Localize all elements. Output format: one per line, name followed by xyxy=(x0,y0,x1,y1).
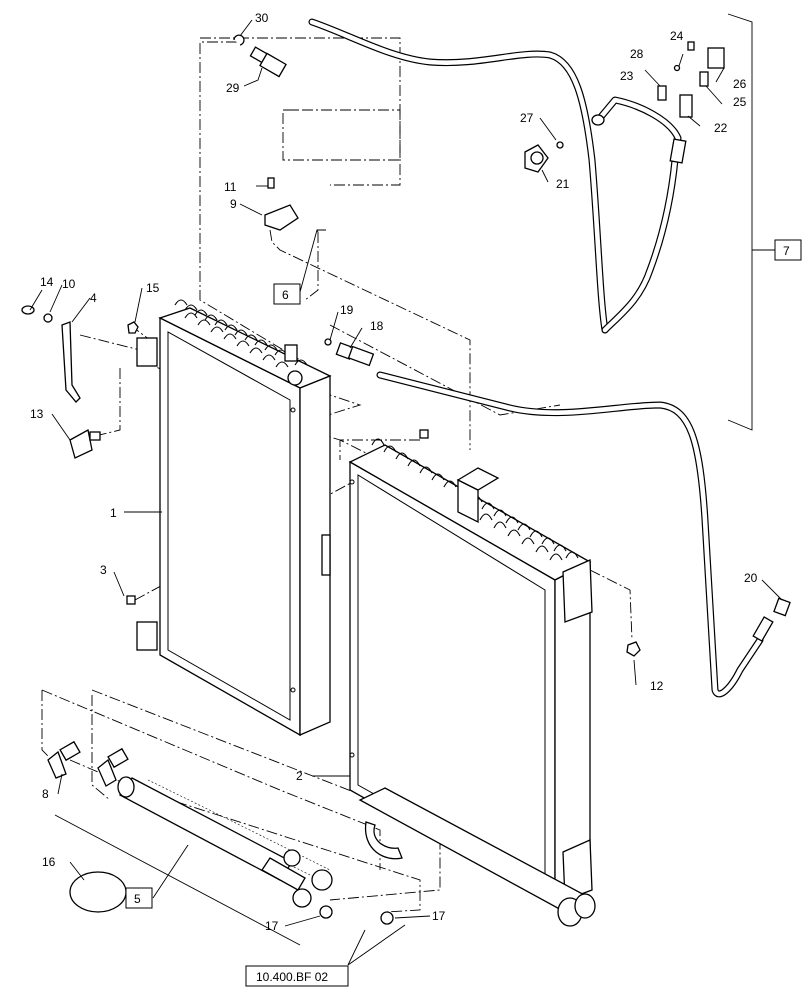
callout-18: 18 xyxy=(370,319,384,333)
callout-labels: 30 29 11 9 14 10 4 15 13 1 3 6 19 18 2 1… xyxy=(30,11,790,984)
callout-5: 5 xyxy=(134,892,141,906)
callout-26: 26 xyxy=(733,77,747,91)
reference-box xyxy=(245,965,349,987)
callout-4: 4 xyxy=(90,291,97,305)
oring-17a xyxy=(319,905,333,919)
hose-assembly-upper xyxy=(308,18,687,334)
callout-11: 11 xyxy=(224,180,237,194)
callout-15: 15 xyxy=(146,281,160,295)
callout-19: 19 xyxy=(340,303,354,317)
connector-8b xyxy=(97,747,129,787)
fitting-18 xyxy=(335,342,375,367)
clip-30 xyxy=(233,34,245,46)
nut-15 xyxy=(127,321,139,334)
nut-12 xyxy=(626,641,641,657)
callout-29: 29 xyxy=(226,81,240,95)
bracket-leaders xyxy=(54,13,775,966)
callout-7: 7 xyxy=(783,244,790,258)
callout-3: 3 xyxy=(100,563,107,577)
part-24 xyxy=(687,41,695,51)
callout-14: 14 xyxy=(40,275,54,289)
washer-10 xyxy=(43,313,53,323)
switch-22 xyxy=(679,94,693,118)
connector-8 xyxy=(47,740,81,779)
callout-12: 12 xyxy=(650,679,664,693)
cap-20 xyxy=(773,597,791,617)
callout-24: 24 xyxy=(670,29,684,43)
hose-lower xyxy=(376,371,774,698)
callout-17-left: 17 xyxy=(265,919,279,933)
fitting-25 xyxy=(699,71,709,87)
oring-19 xyxy=(324,338,332,346)
callout-8: 8 xyxy=(42,787,49,801)
callout-1: 1 xyxy=(110,506,117,520)
callout-30: 30 xyxy=(255,11,269,25)
cap-26 xyxy=(707,47,725,69)
pin-4 xyxy=(61,321,81,403)
condenser-1 xyxy=(136,299,332,737)
clamp-9 xyxy=(264,177,299,231)
hardware xyxy=(21,34,791,925)
oring-17b xyxy=(380,911,394,925)
callout-27: 27 xyxy=(520,111,534,125)
callout-box-6 xyxy=(273,283,301,305)
reference-label: 10.400.BF 02 xyxy=(256,970,328,984)
callout-20: 20 xyxy=(744,571,758,585)
band-clamp-16 xyxy=(69,871,127,913)
oring-27 xyxy=(556,141,564,149)
callout-16: 16 xyxy=(42,855,56,869)
callout-13: 13 xyxy=(30,407,44,421)
callout-17-right: 17 xyxy=(432,909,446,923)
callout-9: 9 xyxy=(230,197,237,211)
callout-21: 21 xyxy=(556,177,570,191)
fitting-29 xyxy=(249,46,287,78)
callout-10: 10 xyxy=(62,277,76,291)
callout-box-5 xyxy=(125,887,153,909)
callout-box-7 xyxy=(774,239,802,261)
lower-hoses xyxy=(117,776,333,908)
cap-21 xyxy=(524,144,549,173)
callout-25: 25 xyxy=(733,95,747,109)
callout-2: 2 xyxy=(296,769,303,783)
bolt-3 xyxy=(126,595,136,605)
callout-23: 23 xyxy=(620,69,634,83)
oring-28 xyxy=(673,64,681,72)
callout-6: 6 xyxy=(282,288,289,302)
callout-28: 28 xyxy=(630,47,644,61)
callout-leaders xyxy=(29,19,783,927)
condenser-2 xyxy=(348,438,596,927)
valve-23 xyxy=(657,85,667,101)
callout-22: 22 xyxy=(714,121,728,135)
knob-13 xyxy=(69,428,101,459)
